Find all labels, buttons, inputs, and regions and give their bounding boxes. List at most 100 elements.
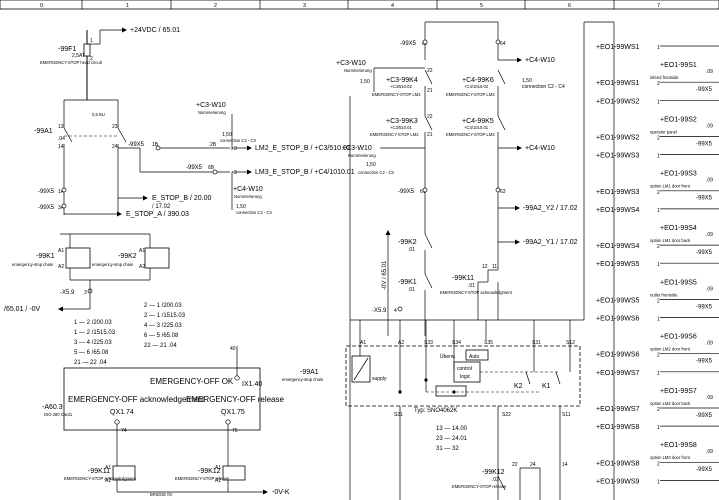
right-x5-ref: -99X5: [696, 250, 713, 256]
relay-c4-99k6-label: EMERGENCY-STOP LM3: [446, 92, 495, 97]
column-header-5: 5: [480, 3, 483, 9]
safety-relay-unit: A1 A2 S33 S34 S35 S31 S12 -99A1 emergenc…: [282, 319, 581, 500]
list-pin: 2: [657, 407, 660, 413]
relay-control-label: control: [457, 366, 472, 372]
relay-99k2-contact-ref: -99K2: [398, 239, 417, 246]
relay-99k11-label: EMERGENCY-STOP acknowledgment: [64, 476, 137, 481]
svg-text:0,5 BU: 0,5 BU: [92, 112, 105, 117]
x5-9-ref: -X5.9: [60, 290, 75, 296]
y2-label: -99A2_Y2 / 17.02: [523, 205, 578, 212]
relay-99k2-label: emergency-stop chain: [92, 262, 134, 267]
svg-text:A1: A1: [215, 465, 221, 471]
switch-ref: +EO1-99S6: [660, 334, 697, 341]
relay-99k11-ref: -99K11: [88, 468, 110, 475]
contact-references: 1 — 2 /200.03 1 — 2 /1515.03 3 — 4 /225.…: [74, 303, 186, 366]
x5-6b-pin: 6B: [208, 165, 215, 171]
estop-b-sub: / 17.02: [152, 204, 171, 210]
right-x5-ref: -99X5: [696, 413, 713, 419]
relay-99k1-contact-pin: .01: [408, 287, 415, 293]
relay-supply-label: supply: [372, 376, 387, 382]
list-pin: 2: [657, 190, 660, 196]
99a1-relay-ref: -99A1: [300, 369, 319, 376]
c3-w10-top-ref: +C3-W10: [336, 60, 366, 67]
switch-ref: +EO1-99S7: [660, 388, 697, 395]
99a1-relay-label: emergency-stop chain: [282, 377, 324, 382]
cable-ref: +EO1-99WS8: [596, 424, 639, 431]
relay-99k2-coil: [144, 247, 170, 269]
relay-coils-left: A1 A2 -99K1 emergency-stop chain A1 A2 -…: [4, 233, 170, 313]
relay-99k12-ref: -99K12: [198, 468, 221, 475]
svg-text:22: 22: [427, 68, 433, 74]
cable-ref: +EO1-99WS4: [596, 243, 639, 250]
relay-99k11-coil: [112, 465, 136, 481]
svg-text:A2: A2: [215, 478, 221, 484]
relay-99k12-contact-pin: .02: [492, 477, 499, 483]
right-x5-ref: -99X5: [696, 359, 713, 365]
switch-desc: operator panel: [650, 129, 677, 134]
cable-ref: +EO1-99WS2: [596, 135, 639, 142]
estop-a-label: E_STOP_A / 390.03: [126, 211, 189, 218]
ref-right-2: 4 — 3 /225.03: [144, 323, 182, 329]
switch-ref: +EO1-99S5: [660, 279, 697, 286]
relay-99k11-contact-ref: -99K11: [452, 275, 474, 282]
bottom-pin-22: 22: [512, 462, 518, 468]
supply-branch: -99F1 2,5AT EMERGENCY-STOP head circuit …: [40, 27, 180, 100]
c3-w10-top-val: 1,50: [360, 79, 370, 85]
ref-left-4: 21 — 22 .04: [74, 360, 107, 366]
bridge-0v-label: BRIDGE 0V: [150, 492, 173, 497]
list-pin: .09: [706, 341, 713, 347]
list-pin: .09: [706, 395, 713, 401]
svg-text:21: 21: [427, 88, 433, 94]
switch-ref: +EO1-99S3: [660, 171, 697, 178]
relay-c4-99k5-ref: +C4-99K5: [462, 118, 494, 125]
right-x5-ref: -99X5: [696, 467, 713, 473]
relay-99k12-contact-label: EMERGENCY-STOP release: [452, 484, 507, 489]
relay-pin-s11: S11: [562, 412, 571, 418]
relay-output-block: [435, 385, 467, 397]
estop-outputs: E_STOP_B / 20.00 / 17.02 E_STOP_A / 390.…: [64, 195, 212, 218]
estop-b-label: E_STOP_B / 20.00: [152, 195, 212, 202]
relay-c3-99k3-ref: +C3-99K3: [386, 118, 418, 125]
svg-text:A2: A2: [139, 264, 145, 270]
column-header: 0 1 2 3 4 5 6 7: [0, 0, 719, 10]
cable-ref: +EO1-99WS7: [596, 406, 639, 413]
svg-text:22: 22: [427, 114, 433, 120]
pin-74: 74: [121, 428, 127, 434]
c3-w10-ref: +C3-W10: [196, 102, 226, 109]
x5-6b-ref: -99X5: [186, 165, 203, 171]
cable-ref: +EO1-99WS6: [596, 316, 639, 323]
ref-left-3: 5 — 6 /65.08: [74, 350, 109, 356]
cable-ref: +EO1-99WS5: [596, 261, 639, 268]
pin-75: 75: [232, 428, 238, 434]
relay-uberw-label: Überw.: [440, 353, 456, 360]
c3-w10-top-sub: Nummerierung: [344, 68, 372, 73]
99a1-pin: .04: [58, 136, 65, 142]
switch-desc: option LM2 door front: [650, 347, 691, 352]
relay-pin-s21: S21: [394, 412, 403, 418]
a60-3-ref: -A60.3: [42, 404, 63, 411]
switch-desc: option LM2 door back: [650, 401, 691, 406]
emergency-off-ok-label: EMERGENCY-OFF OK: [150, 377, 234, 386]
column-5-lm3: 64 +C4-W10 1,50 connection C2 - C4 +C4-9…: [440, 22, 578, 320]
switch-ref: +EO1-99S8: [660, 442, 697, 449]
cable-ref: +EO1-99WS3: [596, 153, 639, 160]
relay-ref-23-24: 23 — 24.01: [436, 436, 468, 442]
relay-ref-31-32: 31 — 32: [436, 446, 459, 452]
switch-desc: option LM1 door front: [650, 184, 691, 189]
cable-ref: +EO1-99WS1: [596, 44, 639, 51]
cable-ref: +EO1-99WS1: [596, 80, 639, 87]
c4-w10-ref: +C4-W10: [233, 186, 263, 193]
relay-99k11-contact-pin: .01: [468, 283, 475, 289]
list-pin: .09: [706, 449, 713, 455]
y1-label: -99A2_Y1 / 17.02: [523, 239, 578, 246]
list-pin: 2: [657, 461, 660, 467]
list-pin: 2: [657, 298, 660, 304]
svg-text:A2: A2: [105, 478, 111, 484]
switch-desc: infeed frontside: [650, 75, 679, 80]
c3-w10-sub: Nummerierung: [198, 110, 226, 115]
ref-right-0: 2 — 1 /200.03: [144, 303, 182, 309]
x5-61-pin: 61: [420, 189, 426, 195]
relay-pin-a2: A2: [398, 340, 404, 346]
x5-1b-ref: -99X5: [128, 142, 145, 148]
svg-text:2: 2: [90, 56, 93, 62]
